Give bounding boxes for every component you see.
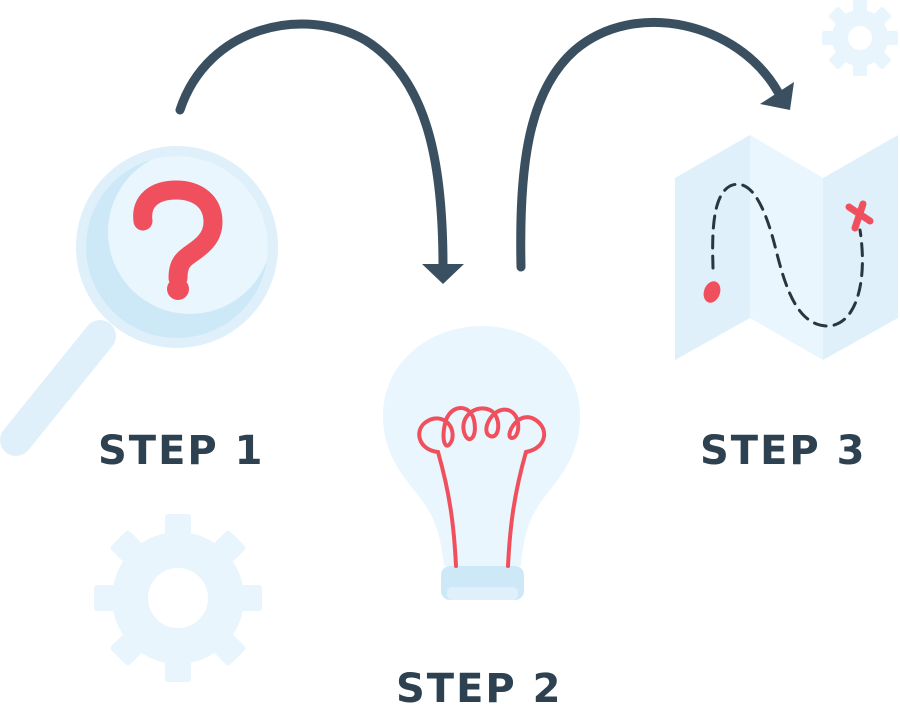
map-start-dot xyxy=(703,281,721,303)
step-1-label: STEP 1 xyxy=(98,428,265,474)
gear-icon xyxy=(822,0,898,76)
map-panel xyxy=(750,135,823,360)
step-3-label: STEP 3 xyxy=(700,428,867,474)
lightbulb-base-tip xyxy=(447,587,518,600)
map-x-mark-icon xyxy=(845,200,874,232)
lightbulb-glass xyxy=(383,326,580,566)
arrow-step2-to-step3 xyxy=(516,17,794,272)
question-mark-icon xyxy=(133,180,223,300)
magnifier-handle xyxy=(0,320,116,456)
step-2-label: STEP 2 xyxy=(396,666,563,712)
lightbulb-icon xyxy=(383,326,580,600)
treasure-map-icon xyxy=(675,135,898,360)
magnifier-question-icon xyxy=(0,146,278,456)
lightbulb-filament xyxy=(417,406,547,568)
gear-icon xyxy=(94,514,262,682)
arrow-step1-to-step2 xyxy=(175,19,464,284)
map-route-dashed xyxy=(711,182,864,328)
